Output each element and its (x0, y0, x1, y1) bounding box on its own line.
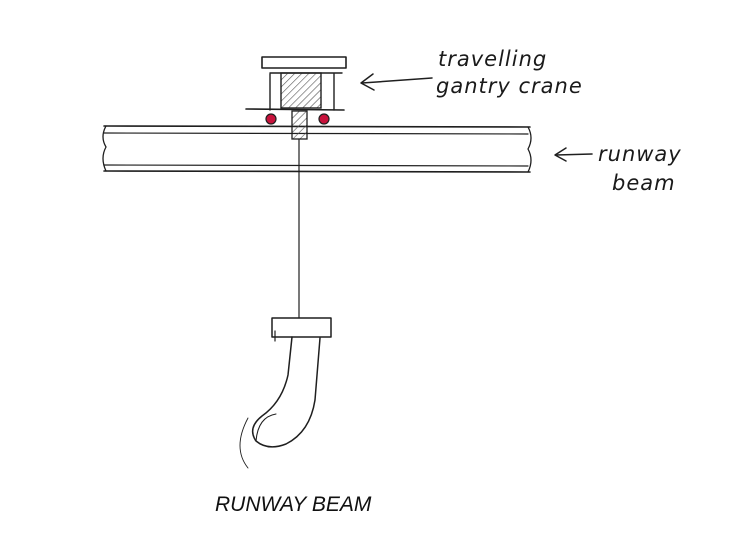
gantry-crane (245, 56, 347, 140)
crane-top-plate (261, 56, 347, 69)
hook-block (271, 317, 332, 338)
beam-arrow (554, 147, 593, 162)
beam-break-left (102, 125, 107, 172)
diagram-caption: RUNWAY BEAM (215, 493, 372, 516)
beam-label-line2: beam (612, 171, 676, 195)
crane-hook (239, 317, 332, 469)
runway-beam (102, 125, 532, 173)
beam-label-line1: runway (598, 142, 682, 166)
beam-break-right (527, 126, 532, 173)
crane-label-line1: travelling (438, 47, 547, 71)
left-wheel (265, 113, 277, 125)
crane-label-line2: gantry crane (436, 74, 583, 98)
crane-body (280, 72, 322, 109)
hoist-block (291, 110, 308, 140)
right-wheel (318, 113, 330, 125)
crane-arrow (360, 73, 433, 91)
